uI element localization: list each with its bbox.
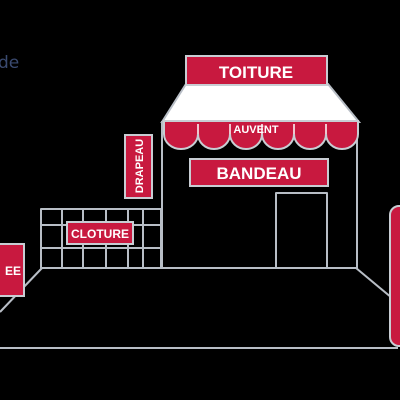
cloture-sign [66, 221, 134, 245]
entree-label-fragment: EE [5, 264, 21, 278]
auvent-label: AUVENT [233, 124, 279, 136]
corner-text-fragment: de [0, 53, 19, 73]
bandeau-sign [189, 158, 329, 187]
bandeau-label: BANDEAU [217, 164, 302, 183]
door [275, 192, 328, 269]
drapeau-sign [124, 134, 153, 199]
cloture-label: CLOTURE [71, 227, 129, 241]
awning-valance [163, 120, 359, 150]
toiture-label: TOITURE [219, 63, 293, 82]
entree-sign [0, 243, 25, 297]
ground-perspective [0, 267, 393, 313]
awning-canopy [160, 83, 362, 123]
awning-scallop-lines [197, 124, 327, 134]
right-totem-sign [389, 205, 400, 347]
toiture-sign [185, 55, 328, 86]
building-wall [161, 121, 358, 269]
drapeau-label: DRAPEAU [134, 139, 146, 193]
